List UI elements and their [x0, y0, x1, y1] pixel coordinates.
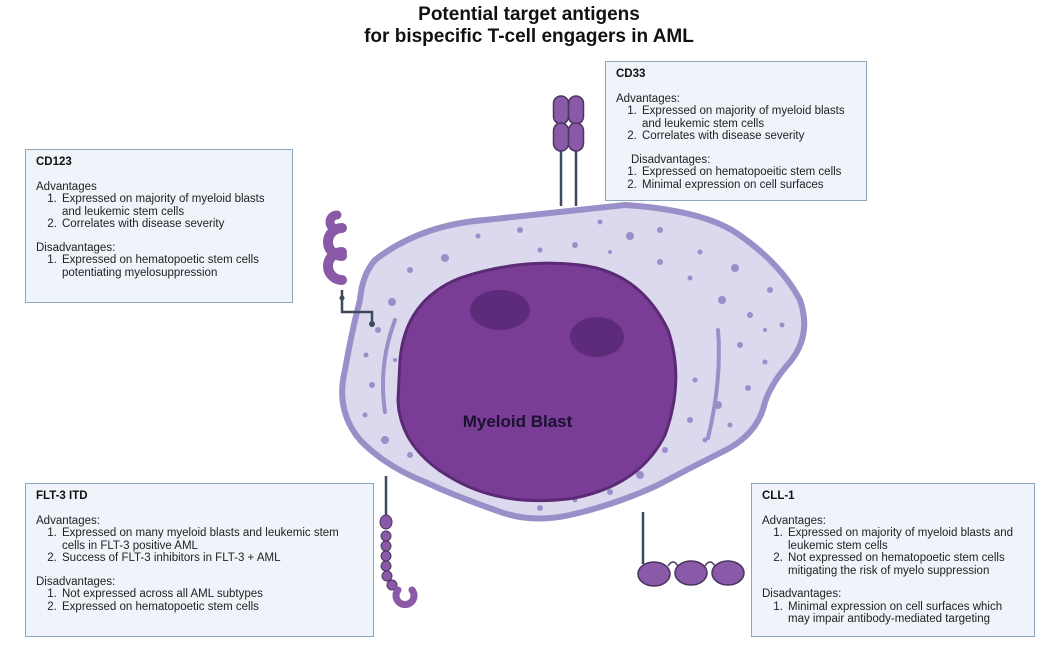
cll1-advantage-item: Expressed on majority of myeloid blasts …: [786, 527, 1024, 552]
flt3-disadvantage-item: Expressed on hematopoetic stem cells: [60, 601, 363, 614]
cll1-receptor: [637, 512, 745, 587]
cll1-advantages-list: Expressed on majority of myeloid blasts …: [762, 527, 1024, 577]
flt3-itd-info-box: FLT-3 ITD Advantages: Expressed on many …: [25, 483, 374, 637]
cll1-advantage-item: Not expressed on hematopoetic stem cells…: [786, 552, 1024, 577]
flt3-disadvantage-item: Not expressed across all AML subtypes: [60, 588, 363, 601]
cd33-advantages-list: Expressed on majority of myeloid blasts …: [616, 105, 856, 143]
figure-title-line-1: Potential target antigens: [418, 4, 640, 25]
flt3-advantage-item: Expressed on many myeloid blasts and leu…: [60, 527, 363, 552]
cd123-advantage-item: Expressed on majority of myeloid blasts …: [60, 193, 282, 218]
figure-title-line-2: for bispecific T-cell engagers in AML: [364, 26, 694, 47]
cd123-advantage-item: Correlates with disease severity: [60, 218, 282, 231]
flt3-disadvantages-label: Disadvantages:: [36, 575, 116, 588]
flt3-advantage-item: Success of FLT-3 inhibitors in FLT-3 + A…: [60, 552, 363, 565]
cd33-disadvantage-item: Minimal expression on cell surfaces: [640, 179, 856, 192]
cell-label: Myeloid Blast: [462, 412, 573, 431]
cd33-disadvantages-label: Disadvantages:: [631, 153, 711, 166]
cd33-advantage-item: Expressed on majority of myeloid blasts …: [640, 105, 856, 130]
cll1-title: CLL-1: [762, 490, 795, 502]
flt3-advantages-list: Expressed on many myeloid blasts and leu…: [36, 527, 363, 565]
cd33-info-box: CD33 Advantages: Expressed on majority o…: [605, 61, 867, 201]
cll1-disadvantage-item: Minimal expression on cell surfaces whic…: [786, 601, 1024, 626]
cll1-info-box: CLL-1 Advantages: Expressed on majority …: [751, 483, 1035, 637]
cd33-advantage-item: Correlates with disease severity: [640, 130, 856, 143]
cd33-title: CD33: [616, 68, 646, 80]
flt3-advantages-label: Advantages:: [36, 514, 100, 527]
cd123-receptor: [323, 210, 375, 327]
cd123-advantages-label: Advantages: [36, 180, 97, 193]
cll1-disadvantages-list: Minimal expression on cell surfaces whic…: [762, 601, 1024, 626]
nucleus: [396, 261, 678, 503]
cd33-receptor: [552, 95, 585, 206]
cd123-title: CD123: [36, 156, 72, 168]
cd123-disadvantages-list: Expressed on hematopoetic stem cells pot…: [36, 254, 282, 279]
flt3-itd-title: FLT-3 ITD: [36, 490, 88, 502]
flt3-itd-receptor: [379, 476, 418, 609]
nucleolus: [470, 290, 530, 330]
cll1-advantages-label: Advantages:: [762, 514, 826, 527]
cd123-info-box: CD123 Advantages Expressed on majority o…: [25, 149, 293, 303]
cd123-disadvantage-item: Expressed on hematopoetic stem cells pot…: [60, 254, 282, 279]
cd123-disadvantages-label: Disadvantages:: [36, 241, 116, 254]
cd33-advantages-label: Advantages:: [616, 92, 680, 105]
cd33-disadvantage-item: Expressed on hematopoeitic stem cells: [640, 166, 856, 179]
cd123-advantages-list: Expressed on majority of myeloid blasts …: [36, 193, 282, 231]
nucleolus: [570, 317, 624, 357]
cll1-disadvantages-label: Disadvantages:: [762, 588, 842, 600]
flt3-disadvantages-list: Not expressed across all AML subtypes Ex…: [36, 588, 363, 613]
cd33-disadvantages-list: Expressed on hematopoeitic stem cells Mi…: [616, 166, 856, 191]
